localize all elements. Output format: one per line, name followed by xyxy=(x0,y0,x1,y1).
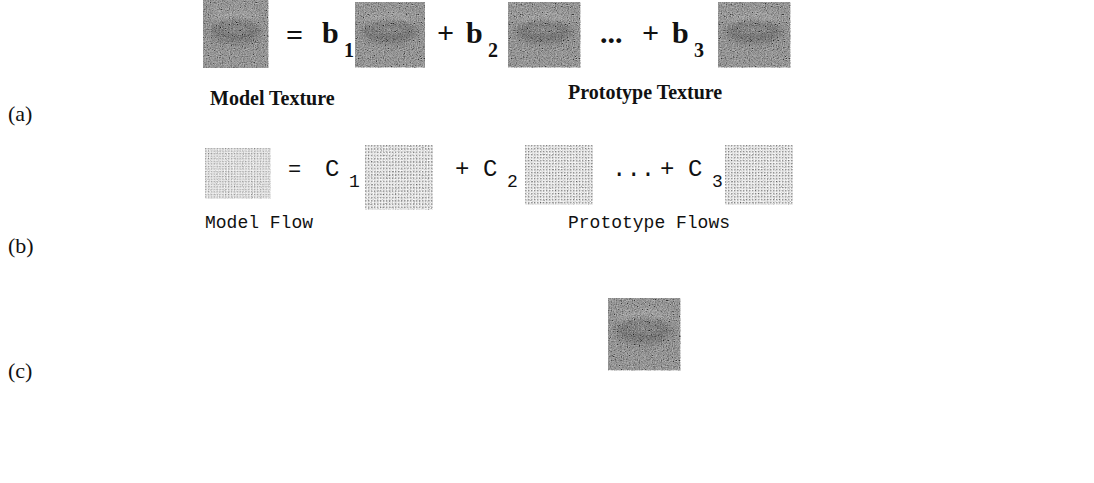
prototype-texture xyxy=(718,2,790,67)
plus-sign: + xyxy=(455,158,469,182)
subscript: 2 xyxy=(507,173,518,191)
caption-label: Model Flow xyxy=(205,214,313,232)
row-marker: (b) xyxy=(8,235,34,257)
plus-sign: + xyxy=(660,158,674,182)
coefficient: b xyxy=(672,18,689,48)
ellipsis: ... xyxy=(612,158,655,182)
model-texture xyxy=(203,0,268,68)
subscript: 2 xyxy=(488,40,498,60)
plus-sign: + xyxy=(437,18,454,48)
equals-sign: = xyxy=(288,160,301,182)
plus-sign: + xyxy=(642,18,659,48)
equals-sign: = xyxy=(286,20,303,50)
model-flow xyxy=(205,148,270,199)
prototype-flow xyxy=(725,145,793,205)
coefficient: C xyxy=(325,158,339,182)
ellipsis: ... xyxy=(600,18,623,48)
subscript: 3 xyxy=(694,40,704,60)
prototype-texture xyxy=(355,2,425,67)
coefficient: C xyxy=(688,158,702,182)
synthesized-texture xyxy=(608,298,680,370)
coefficient: b xyxy=(466,18,483,48)
caption-label: Prototype Flows xyxy=(568,214,730,232)
subscript: 3 xyxy=(712,173,723,191)
row-marker: (a) xyxy=(8,103,32,125)
prototype-flow xyxy=(365,145,433,210)
coefficient: b xyxy=(322,18,339,48)
subscript: 1 xyxy=(344,40,354,60)
coefficient: C xyxy=(483,158,497,182)
prototype-flow xyxy=(525,145,593,205)
caption-label: Prototype Texture xyxy=(568,82,722,102)
caption-label: Model Texture xyxy=(210,88,335,108)
prototype-texture xyxy=(508,2,580,67)
subscript: 1 xyxy=(349,173,360,191)
row-marker: (c) xyxy=(8,360,32,382)
